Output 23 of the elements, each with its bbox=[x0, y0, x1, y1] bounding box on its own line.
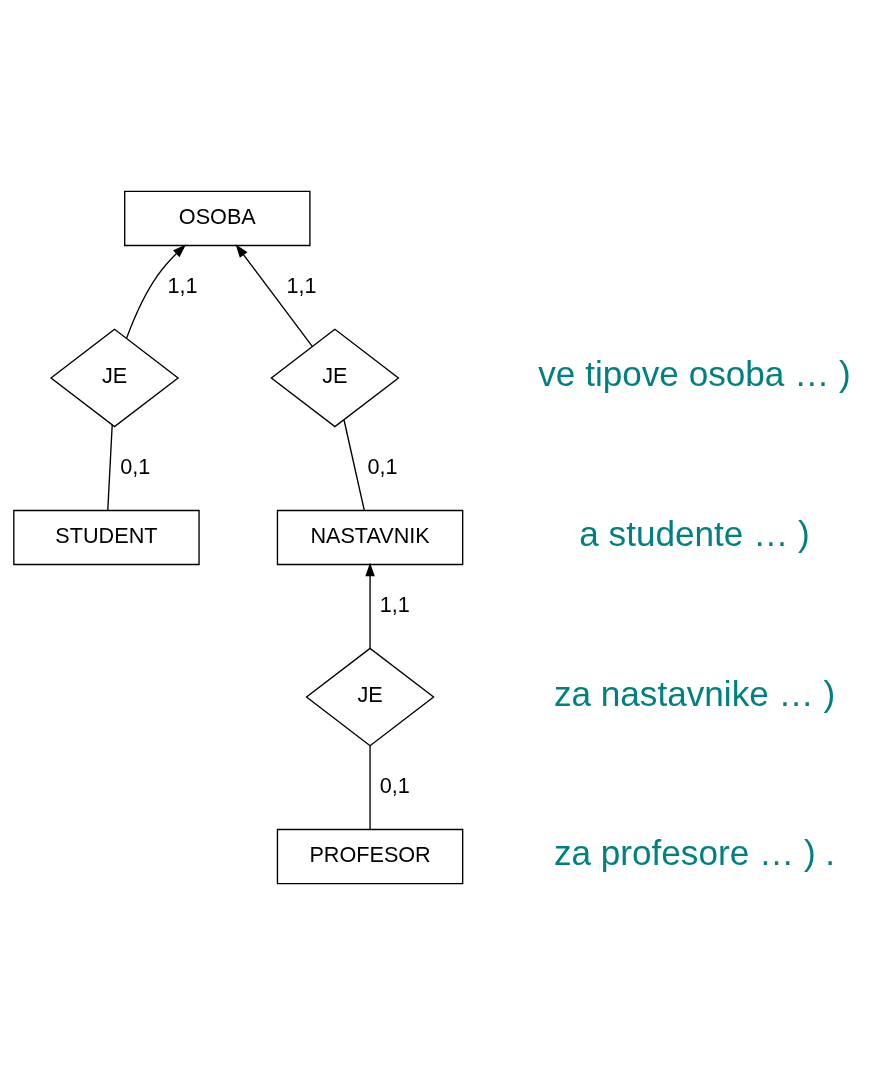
edge-label: 1,1 bbox=[286, 272, 317, 298]
node-diamond: JE bbox=[270, 328, 400, 428]
node-box: STUDENT bbox=[13, 509, 200, 566]
edge-label: 0,1 bbox=[379, 772, 410, 798]
node-box: PROFESOR bbox=[276, 828, 464, 885]
connector bbox=[343, 419, 365, 511]
arrow bbox=[235, 244, 313, 348]
node-diamond: JE bbox=[305, 647, 435, 747]
connector bbox=[107, 424, 113, 511]
connector bbox=[369, 745, 371, 830]
edge-label: 0,1 bbox=[367, 453, 398, 479]
arrow bbox=[365, 562, 375, 649]
node-box: NASTAVNIK bbox=[276, 509, 464, 566]
edge-label: 1,1 bbox=[167, 272, 198, 298]
edge-label: 1,1 bbox=[379, 591, 410, 617]
node-box: OSOBA bbox=[124, 190, 311, 247]
node-diamond: JE bbox=[49, 328, 180, 428]
edge-label: 0,1 bbox=[120, 453, 151, 479]
arrow bbox=[126, 244, 186, 339]
label: za profesore … ) . bbox=[553, 833, 836, 873]
label: ve tipove osoba … ) bbox=[538, 354, 851, 394]
label: a studente … ) bbox=[579, 514, 810, 554]
label: za nastavnike … ) bbox=[553, 673, 836, 713]
